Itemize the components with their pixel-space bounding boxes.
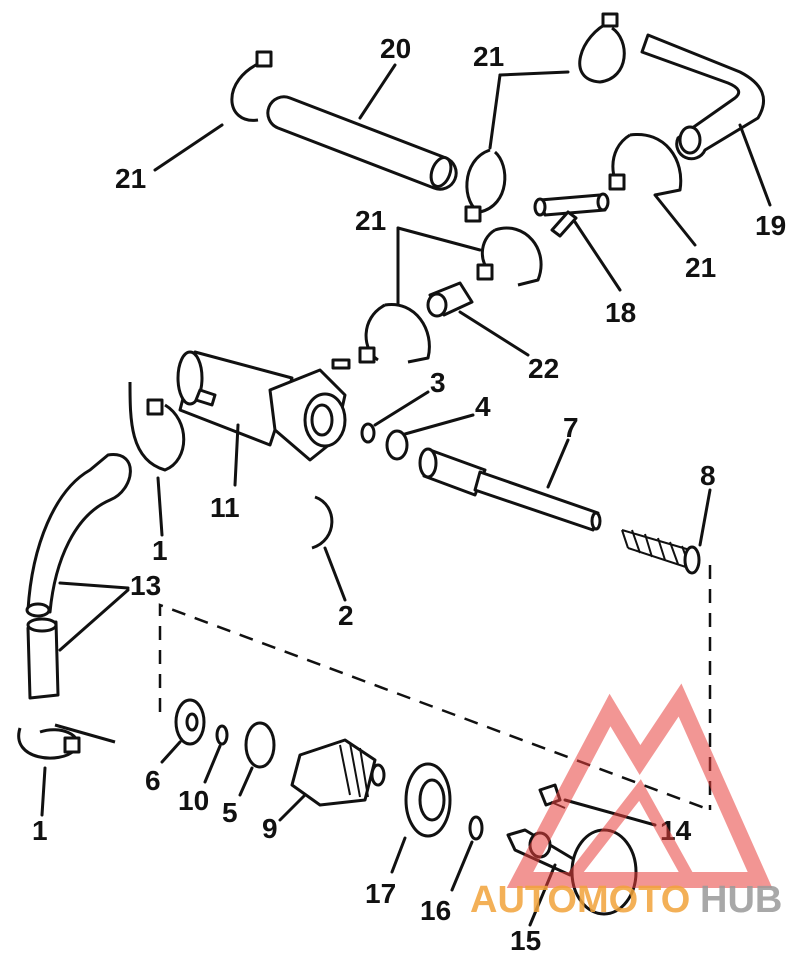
leader-21-b2 — [488, 73, 502, 150]
callout-21-a: 21 — [115, 163, 146, 194]
leader-4 — [403, 413, 475, 436]
part-5-o-ring — [244, 721, 276, 769]
callout-13: 13 — [130, 570, 161, 601]
callout-9: 9 — [262, 813, 278, 844]
callout-6: 6 — [145, 765, 161, 796]
leader-17 — [390, 836, 407, 874]
part-21-clamp-right — [608, 132, 683, 197]
callout-10: 10 — [178, 785, 209, 816]
leader-3 — [373, 390, 430, 427]
part-11-valve-housing — [176, 350, 351, 462]
part-21-clamp-top-mid — [464, 12, 626, 223]
callout-8: 8 — [700, 460, 716, 491]
part-21-clamp-top-left — [230, 50, 273, 122]
leader-1-b — [40, 766, 47, 817]
leader-13-b — [58, 588, 130, 652]
part-1-clamp-lower — [17, 723, 116, 760]
part-16-o-ring — [468, 815, 484, 841]
callout-1-a: 1 — [152, 535, 168, 566]
leader-14 — [563, 798, 657, 827]
leader-10 — [203, 744, 222, 784]
callout-18: 18 — [605, 297, 636, 328]
callout-5: 5 — [222, 797, 238, 828]
leader-21-a — [153, 123, 224, 172]
callout-4: 4 — [475, 391, 491, 422]
leader-21-c — [653, 193, 697, 247]
callout-1-b: 1 — [32, 815, 48, 846]
leader-2 — [323, 546, 347, 602]
part-1-clamp-upper — [128, 381, 186, 472]
callout-21-d: 21 — [355, 205, 386, 236]
leader-21-d1 — [396, 226, 482, 252]
leader-5 — [238, 766, 254, 797]
callout-22: 22 — [528, 353, 559, 384]
part-17-flange — [404, 762, 452, 838]
part-8-spring — [621, 529, 701, 575]
watermark-text-automoto: AUTOMOTO — [470, 879, 690, 921]
callout-11: 11 — [210, 492, 240, 523]
leader-7 — [546, 438, 570, 489]
leader-20 — [358, 63, 397, 120]
part-9-fitting — [290, 738, 386, 807]
leader-6 — [160, 740, 182, 764]
leader-21-b1 — [498, 70, 570, 77]
part-20-hose — [266, 95, 458, 191]
callout-16: 16 — [420, 895, 451, 926]
leader-8 — [698, 488, 712, 547]
callout-15: 15 — [510, 925, 541, 956]
leader-1-a — [156, 476, 164, 537]
callout-3: 3 — [430, 367, 446, 398]
assembly-line — [158, 603, 711, 812]
part-19-bent-hose — [640, 33, 766, 161]
leader-19 — [738, 123, 772, 207]
callout-21-c: 21 — [685, 252, 716, 283]
callout-7: 7 — [563, 412, 579, 443]
part-21-clamp-mid — [358, 226, 543, 364]
part-4-o-ring — [385, 429, 409, 461]
part-3-o-ring — [360, 422, 376, 444]
part-6-washer — [174, 698, 206, 746]
part-18-tee-fitting — [533, 192, 610, 238]
leader-9 — [278, 793, 307, 822]
part-13-hoses — [25, 453, 132, 700]
watermark-logo — [506, 683, 773, 888]
leader-22 — [458, 310, 530, 357]
leader-13-a — [58, 581, 130, 590]
part-2-retaining-clip — [311, 495, 334, 550]
callout-17: 17 — [365, 878, 396, 909]
leader-16 — [450, 840, 474, 892]
leader-18 — [573, 220, 622, 292]
leader-11 — [233, 423, 240, 487]
part-22-sleeve — [426, 281, 474, 318]
watermark-text-hub: HUB — [700, 879, 782, 921]
part-7-valve-stem — [418, 447, 602, 532]
callout-19: 19 — [755, 210, 786, 241]
part-10-o-ring — [215, 724, 229, 746]
callout-2: 2 — [338, 600, 354, 631]
callout-20: 20 — [380, 33, 411, 64]
callout-21-b: 21 — [473, 41, 504, 72]
